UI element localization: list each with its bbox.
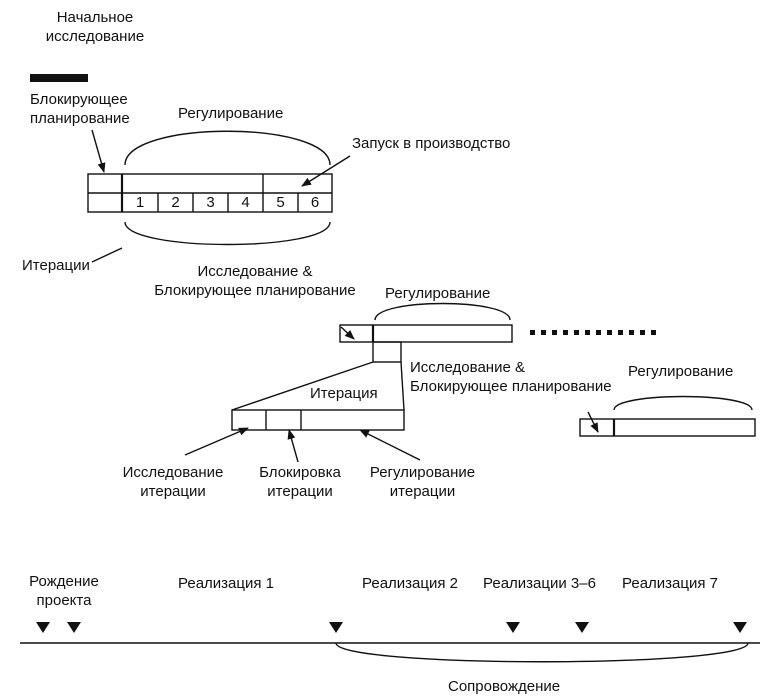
iter-research-line-1: Исследование — [122, 464, 224, 481]
iterations-label: Итерации — [22, 257, 90, 274]
right-research-arrow — [587, 411, 599, 433]
mid-research-arrow — [340, 326, 355, 340]
iteration-number: 2 — [171, 194, 180, 211]
regulation-label-mid: Регулирование — [385, 285, 491, 302]
release-2-label: Реализация 2 — [362, 575, 458, 592]
birth-line-1: Рождение — [29, 573, 99, 590]
top-phase-bar — [87, 173, 333, 213]
iter-blocking-line-2: итерации — [267, 483, 333, 500]
iteration-number: 5 — [276, 194, 285, 211]
regulation-brace-top — [124, 130, 331, 166]
launch-label: Запуск в производство — [352, 135, 511, 152]
milestone-markers — [36, 622, 747, 633]
blocking-planning-label: Блокирующее планирование — [30, 90, 130, 128]
research-blocking-1-line-2: Блокирующее планирование — [154, 282, 356, 299]
iterations-brace — [124, 221, 331, 246]
iteration-zoom — [231, 341, 405, 411]
blocking-planning-line-2: планирование — [30, 110, 130, 127]
milestone-marker — [733, 622, 747, 633]
initial-research-bar — [30, 74, 88, 82]
maintenance-brace — [335, 642, 749, 663]
birth-line-2: проекта — [36, 592, 92, 609]
iter-research-line-2: итерации — [140, 483, 206, 500]
research-blocking-2-line-2: Блокирующее планирование — [410, 378, 612, 395]
iteration-label: Итерация — [310, 385, 378, 402]
iter-blocking-label: Блокировка итерации — [245, 463, 355, 501]
iteration-number: 4 — [241, 194, 250, 211]
milestone-marker — [506, 622, 520, 633]
iteration-bar — [231, 409, 405, 431]
release-3-6-label: Реализации 3–6 — [483, 575, 596, 592]
milestone-marker — [329, 622, 343, 633]
research-blocking-1-line-1: Исследование & — [197, 263, 313, 280]
iteration-number: 1 — [135, 194, 145, 211]
milestone-marker — [67, 622, 81, 633]
iter-blocking-arrow — [287, 429, 299, 463]
release-7-label: Реализация 7 — [622, 575, 718, 592]
regulation-label-right: Регулирование — [628, 363, 734, 380]
iter-regulation-arrow — [359, 429, 421, 461]
blocking-planning-arrow — [91, 129, 106, 173]
initial-research-line-1: Начальное — [56, 9, 134, 26]
iterations-arrow — [91, 247, 123, 263]
iter-research-label: Исследование итерации — [108, 463, 238, 501]
iter-regulation-label: Регулирование итерации — [355, 463, 490, 501]
initial-research-label: Начальное исследование — [30, 8, 160, 46]
iter-research-arrow — [184, 427, 249, 456]
blocking-planning-line-1: Блокирующее — [30, 91, 128, 108]
iteration-number: 3 — [206, 194, 215, 211]
research-blocking-label-1: Исследование & Блокирующее планирование — [140, 262, 370, 300]
launch-arrow — [301, 155, 351, 187]
research-blocking-2-line-1: Исследование & — [410, 359, 525, 376]
iter-regulation-line-1: Регулирование — [369, 464, 476, 481]
milestone-marker — [575, 622, 589, 633]
right-phase-bar — [579, 418, 756, 437]
regulation-label-top: Регулирование — [178, 105, 284, 122]
maintenance-label: Сопровождение — [448, 678, 561, 695]
continuation-dots — [530, 330, 656, 335]
initial-research-line-2: исследование — [45, 28, 145, 45]
iter-blocking-line-1: Блокировка — [259, 464, 341, 481]
regulation-brace-right — [613, 395, 753, 411]
iter-regulation-line-2: итерации — [389, 483, 456, 500]
birth-label: Рождение проекта — [14, 572, 114, 610]
milestone-marker — [36, 622, 50, 633]
iteration-number: 6 — [310, 194, 320, 211]
release-1-label: Реализация 1 — [178, 575, 274, 592]
research-blocking-label-2: Исследование & Блокирующее планирование — [410, 358, 612, 396]
mid-phase-bar — [339, 324, 513, 343]
regulation-brace-mid — [374, 302, 511, 321]
